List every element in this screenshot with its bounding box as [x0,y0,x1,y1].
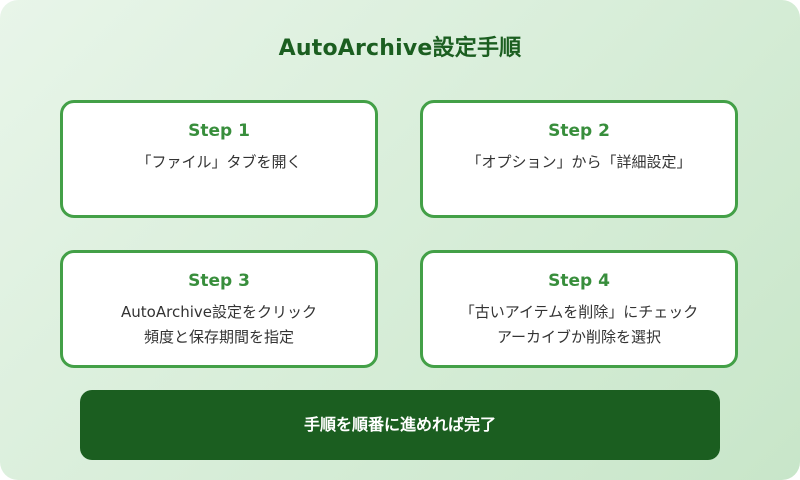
step-label: Step 4 [548,271,610,291]
step-card-1: Step 1 「ファイル」タブを開く [60,100,378,218]
step-description: 「古いアイテムを削除」にチェック [459,303,699,321]
step-label: Step 3 [188,271,250,291]
step-label: Step 2 [548,121,610,141]
step-card-4: Step 4 「古いアイテムを削除」にチェック アーカイブか削除を選択 [420,250,738,368]
step-card-2: Step 2 「オプション」から「詳細設定」 [420,100,738,218]
completion-banner: 手順を順番に進めれば完了 [80,390,720,460]
step-description: AutoArchive設定をクリック [121,303,317,321]
step-label: Step 1 [188,121,250,141]
step-description: アーカイブか削除を選択 [496,328,662,346]
step-description: 頻度と保存期間を指定 [143,328,294,346]
step-card-3: Step 3 AutoArchive設定をクリック 頻度と保存期間を指定 [60,250,378,368]
diagram-title: AutoArchive設定手順 [278,36,522,61]
step-description: 「オプション」から「詳細設定」 [466,153,692,171]
step-description: 「ファイル」タブを開く [136,153,302,171]
